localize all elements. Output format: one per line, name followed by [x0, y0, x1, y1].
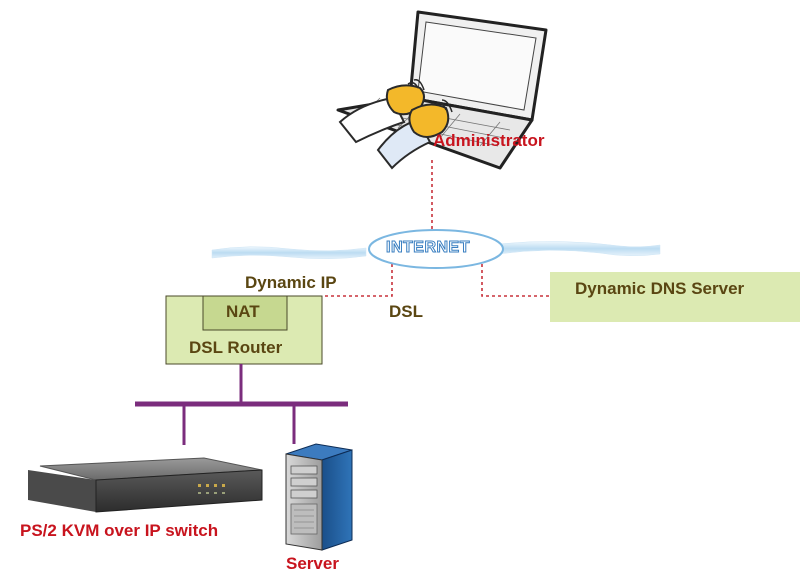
lan-bus [135, 364, 348, 445]
dsl-link-label: DSL [389, 302, 423, 321]
server-label: Server [286, 554, 339, 573]
dotted-links [322, 160, 550, 297]
dynamic-dns-server-label: Dynamic DNS Server [575, 279, 745, 298]
dynamic-ip-label: Dynamic IP [245, 273, 337, 292]
link-internet-dns [481, 264, 550, 297]
administrator-label: Administrator [433, 131, 545, 150]
hands-icon [338, 78, 453, 170]
kvm-switch-icon [28, 457, 263, 513]
nat-box [202, 295, 288, 331]
nat-label: NAT [226, 302, 260, 321]
link-internet-router [322, 264, 393, 297]
server-tower-icon [285, 443, 353, 551]
kvm-switch-label: PS/2 KVM over IP switch [20, 521, 219, 540]
cloud-icon [211, 229, 661, 269]
dsl-router-label: DSL Router [189, 338, 283, 357]
dynamic-dns-server-box [550, 272, 800, 322]
internet-label: INTERNET [386, 239, 471, 257]
